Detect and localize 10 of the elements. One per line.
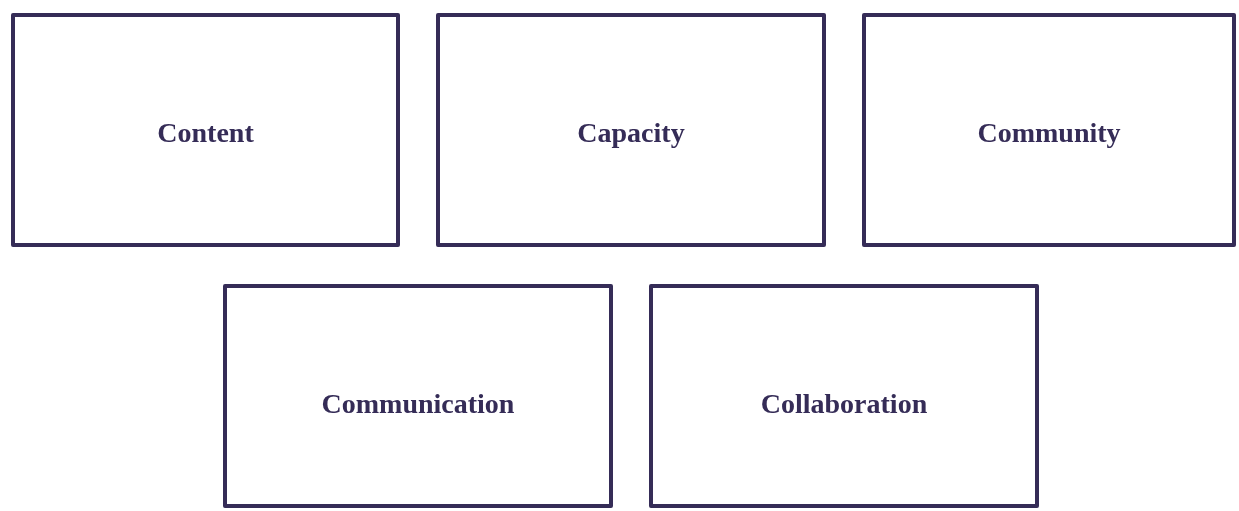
category-box <box>862 13 1236 247</box>
category-box <box>649 284 1039 508</box>
category-box <box>436 13 826 247</box>
box-title: Communication <box>321 388 515 420</box>
category-box <box>223 284 613 508</box>
box-title: Capacity <box>577 117 685 149</box>
box-title: Content <box>157 117 254 149</box>
box-title: Community <box>977 117 1121 149</box>
box-title: Collaboration <box>760 388 928 420</box>
category-box <box>11 13 400 247</box>
